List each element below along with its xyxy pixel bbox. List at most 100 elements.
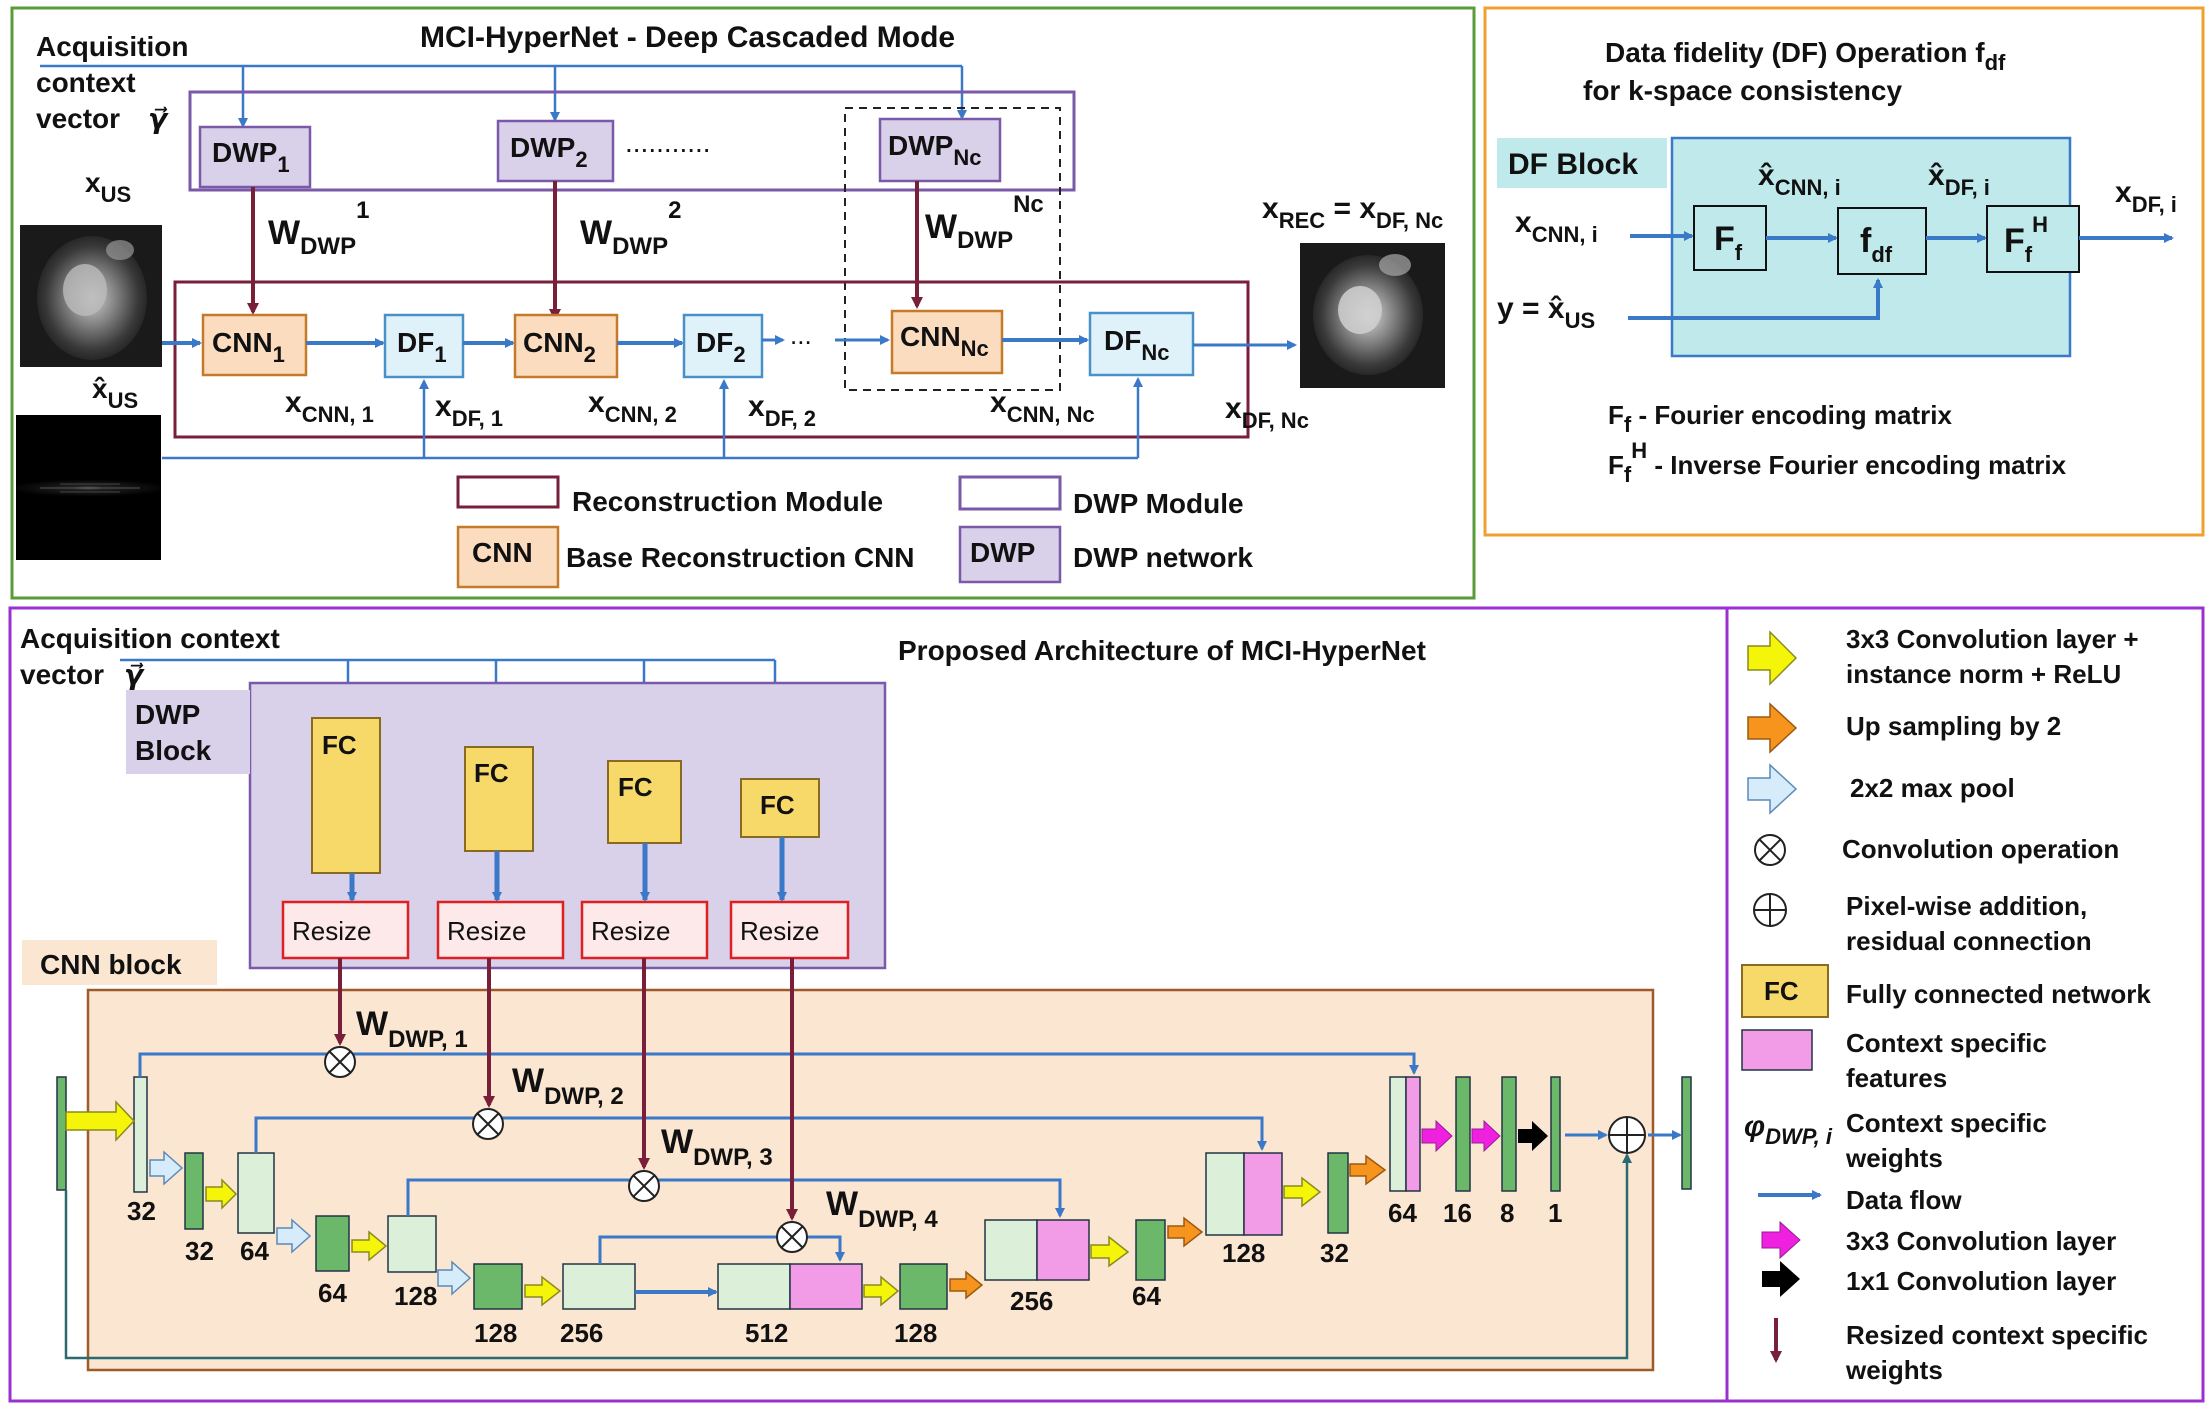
dwp-nc: DWPNc [878,117,1002,183]
svg-text:32: 32 [185,1236,214,1266]
dwp-module-box [188,90,1076,192]
fc-1: FC [311,717,381,874]
df-nc: DFNc [1088,311,1195,377]
pink-box-icon [1741,1029,1813,1071]
svg-text:64: 64 [318,1278,347,1308]
svg-text:128: 128 [1222,1238,1265,1268]
one-by-one-conv-arrow [1518,1121,1548,1151]
x-rec-label: xREC = xDF, Nc [1262,192,1443,233]
x-cnn-2: xCNN, 2 [588,386,677,427]
w-dwp-1: WDWP1 [268,197,369,260]
svg-text:FC: FC [618,772,653,802]
svg-text:instance norm + ReLU: instance norm + ReLU [1846,659,2121,689]
svg-text:128: 128 [474,1318,517,1348]
w-dwp-b4: WDWP, 4 [826,1185,938,1233]
black-arrow-icon [1762,1261,1800,1297]
svg-text:Convolution operation: Convolution operation [1842,834,2119,864]
svg-text:Resize: Resize [447,916,526,946]
resize-2: Resize [436,900,565,960]
svg-text:FC: FC [322,730,357,760]
legend: 3x3 Convolution layer + instance norm + … [1741,624,2151,1385]
svg-text:64: 64 [1388,1198,1417,1228]
w-dwp-b3: WDWP, 3 [661,1123,773,1171]
svg-text:32: 32 [1320,1238,1349,1268]
df-title-line2: for k-space consistency [1583,75,1902,106]
legend-cnn-swatch-label: CNN [472,537,533,568]
w-dwp-2: WDWP2 [580,197,681,260]
svg-text:Ff: Ff [1714,220,1743,265]
svg-text:fdf: fdf [1860,222,1893,267]
svg-text:residual connection: residual connection [1846,926,2092,956]
legend-dwp-text: DWP network [1073,542,1253,573]
phi-symbol-icon: φDWP, i [1744,1110,1833,1149]
cnn-1: CNN1 [201,313,308,377]
fc-4: FC [740,778,820,838]
context-symbol: γ⃗ [148,103,169,134]
yellow-arrow-icon [1747,630,1798,686]
legend-dwp-module-swatch [958,475,1062,511]
reconstruction-module-box [173,280,1250,439]
context-label-2: context [36,67,136,98]
kspace-image [16,415,161,560]
svg-text:weights: weights [1845,1143,1943,1173]
svg-text:64: 64 [1132,1281,1161,1311]
svg-text:FC: FC [1764,976,1799,1006]
resize-4: Resize [729,900,850,960]
svg-text:Up sampling by 2: Up sampling by 2 [1846,711,2061,741]
x-df-1: xDF, 1 [435,390,503,431]
skip-connections [138,1052,1682,1297]
df-title-line1: Data fidelity (DF) Operation fdf [1605,37,2006,75]
magenta-conv-arrows [1421,1119,1501,1153]
arch-context-2: vector [20,659,104,690]
x-cnn-1: xCNN, 1 [285,386,374,427]
x-us-label: xUS [85,167,131,207]
xhat-cnn-i: x̂CNN, i [1758,159,1841,200]
fc-3: FC [607,760,682,844]
svg-text:features: features [1846,1063,1947,1093]
y-label: y = x̂US [1497,292,1595,333]
flow-dots: ... [790,320,812,350]
svg-text:Resize: Resize [292,916,371,946]
ff-box: Ff [1693,205,1767,271]
w-dwp-b1: WDWP, 1 [356,1005,468,1053]
df-2: DF2 [682,313,764,379]
svg-text:Resize: Resize [591,916,670,946]
cascaded-title: MCI-HyperNet - Deep Cascaded Mode [420,21,955,54]
cascade-stage-dashed-box [844,107,1061,391]
reconstructed-mri-image [1300,243,1445,388]
svg-text:16: 16 [1443,1198,1472,1228]
dwp-2: DWP2 [496,119,615,183]
svg-text:3x3 Convolution layer +: 3x3 Convolution layer + [1846,624,2139,654]
arch-title: Proposed Architecture of MCI-HyperNet [898,635,1426,666]
lightblue-arrow-icon [1747,763,1798,815]
fdf-box: fdf [1837,207,1927,275]
orange-arrow-icon [1747,702,1798,754]
svg-text:Pixel-wise addition,: Pixel-wise addition, [1846,891,2087,921]
svg-text:256: 256 [560,1318,603,1348]
svg-text:64: 64 [240,1236,269,1266]
df-block-label: DF Block [1508,148,1638,181]
upsample-arrows [949,1154,1387,1300]
unet-layers [133,1076,1561,1310]
svg-text:Context specific: Context specific [1846,1108,2047,1138]
svg-text:512: 512 [745,1318,788,1348]
circle-times-icon [1754,834,1786,866]
resize-1: Resize [281,900,410,960]
cnn-block-label-bg [22,940,217,985]
arch-context-symbol: γ⃗ [124,659,145,690]
svg-text:Resized context specific: Resized context specific [1846,1320,2148,1350]
circle-plus-icon [1753,893,1787,927]
cascaded-mode-panel: MCI-HyperNet - Deep Cascaded Mode Acquis… [10,6,1476,600]
data-fidelity-panel: Data fidelity (DF) Operation fdf for k-s… [1483,6,2205,537]
dwp-block-label-bg [126,690,250,774]
cnn-block-label: CNN block [40,949,182,980]
resized-weight-arrows [334,958,798,1221]
undersampled-mri-image [20,225,162,367]
w-dwp-b2: WDWP, 2 [512,1062,624,1110]
resize-3: Resize [580,900,709,960]
svg-text:DF2: DF2 [696,327,746,367]
x-df-i: xDF, i [2115,176,2177,217]
svg-text:CNN1: CNN1 [212,327,285,367]
svg-text:1: 1 [1548,1198,1562,1228]
x-cnn-i: xCNN, i [1515,206,1598,247]
